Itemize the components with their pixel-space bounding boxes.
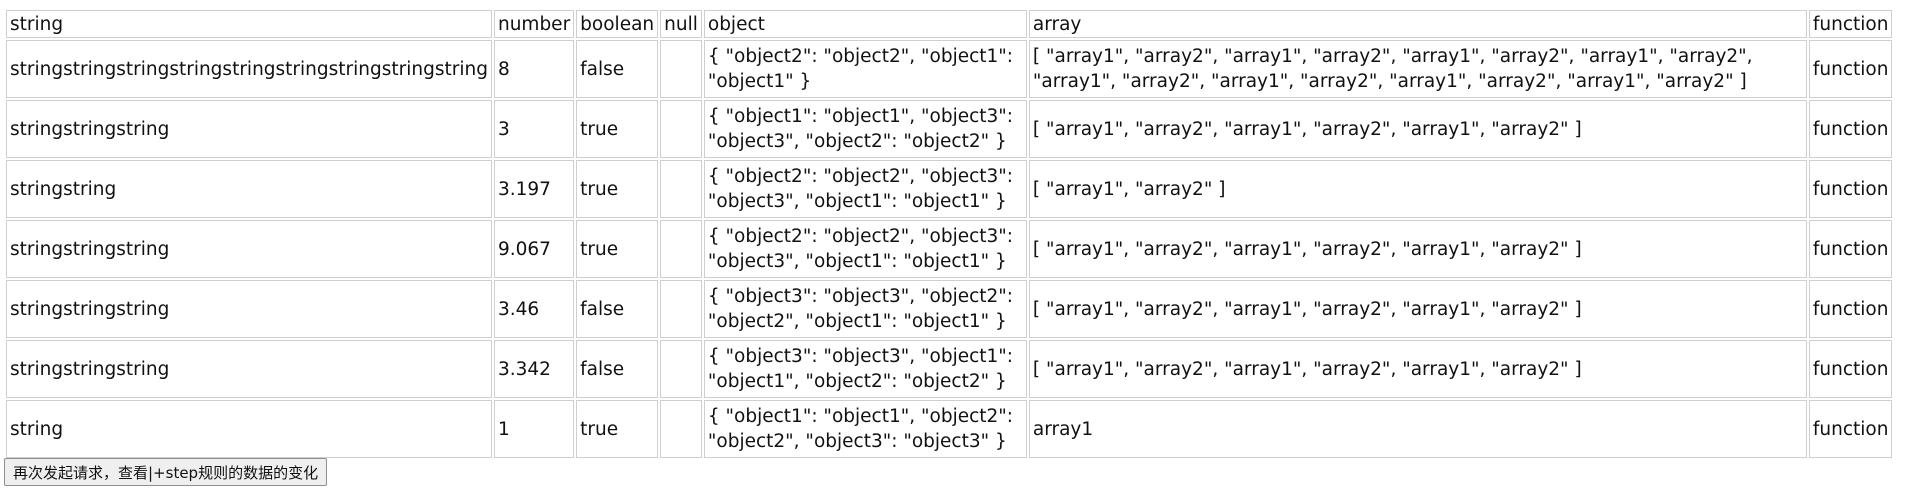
cell-array: [ "array1", "array2" ] — [1028, 160, 1807, 218]
cell-function: function — [1808, 40, 1893, 98]
cell-null — [660, 400, 702, 458]
cell-function: function — [1808, 160, 1893, 218]
cell-array: [ "array1", "array2", "array1", "array2"… — [1028, 220, 1807, 278]
table-row: stringstringstring 3 true { "object1": "… — [6, 100, 1893, 158]
table-row: stringstringstring 3.342 false { "object… — [6, 340, 1893, 398]
cell-number: 8 — [493, 40, 575, 98]
cell-number: 9.067 — [493, 220, 575, 278]
header-number: number — [493, 10, 575, 38]
cell-string: stringstringstring — [6, 220, 492, 278]
cell-object: { "object2": "object2", "object3": "obje… — [703, 220, 1027, 278]
cell-boolean: true — [576, 220, 659, 278]
cell-null — [660, 160, 702, 218]
cell-array: array1 — [1028, 400, 1807, 458]
cell-number: 1 — [493, 400, 575, 458]
cell-null — [660, 40, 702, 98]
cell-number: 3.46 — [493, 280, 575, 338]
cell-function: function — [1808, 340, 1893, 398]
cell-boolean: true — [576, 100, 659, 158]
cell-object: { "object3": "object3", "object2": "obje… — [703, 280, 1027, 338]
cell-null — [660, 340, 702, 398]
table-row: stringstringstringstringstringstringstri… — [6, 40, 1893, 98]
cell-object: { "object2": "object2", "object1": "obje… — [703, 40, 1027, 98]
cell-function: function — [1808, 100, 1893, 158]
table-row: stringstringstring 3.46 false { "object3… — [6, 280, 1893, 338]
header-function: function — [1808, 10, 1893, 38]
cell-function: function — [1808, 400, 1893, 458]
cell-string: string — [6, 400, 492, 458]
cell-object: { "object1": "object1", "object2": "obje… — [703, 400, 1027, 458]
header-row: string number boolean null object array … — [6, 10, 1893, 38]
cell-boolean: false — [576, 40, 659, 98]
cell-boolean: false — [576, 280, 659, 338]
cell-number: 3.197 — [493, 160, 575, 218]
cell-array: [ "array1", "array2", "array1", "array2"… — [1028, 40, 1807, 98]
cell-string: stringstringstring — [6, 340, 492, 398]
header-object: object — [703, 10, 1027, 38]
mock-data-table: string number boolean null object array … — [4, 8, 1894, 460]
cell-function: function — [1808, 280, 1893, 338]
cell-array: [ "array1", "array2", "array1", "array2"… — [1028, 280, 1807, 338]
table-row: stringstring 3.197 true { "object2": "ob… — [6, 160, 1893, 218]
cell-object: { "object1": "object1", "object3": "obje… — [703, 100, 1027, 158]
cell-boolean: true — [576, 160, 659, 218]
cell-string: stringstring — [6, 160, 492, 218]
cell-array: [ "array1", "array2", "array1", "array2"… — [1028, 100, 1807, 158]
cell-object: { "object3": "object3", "object1": "obje… — [703, 340, 1027, 398]
cell-array: [ "array1", "array2", "array1", "array2"… — [1028, 340, 1807, 398]
cell-boolean: false — [576, 340, 659, 398]
cell-object: { "object2": "object2", "object3": "obje… — [703, 160, 1027, 218]
header-null: null — [660, 10, 702, 38]
table-row: string 1 true { "object1": "object1", "o… — [6, 400, 1893, 458]
cell-number: 3 — [493, 100, 575, 158]
cell-boolean: true — [576, 400, 659, 458]
cell-null — [660, 280, 702, 338]
cell-string: stringstringstring — [6, 100, 492, 158]
re-request-button[interactable]: 再次发起请求，查看|+step规则的数据的变化 — [4, 458, 328, 486]
cell-null — [660, 220, 702, 278]
header-boolean: boolean — [576, 10, 659, 38]
cell-function: function — [1808, 220, 1893, 278]
header-array: array — [1028, 10, 1807, 38]
header-string: string — [6, 10, 492, 38]
cell-null — [660, 100, 702, 158]
table-row: stringstringstring 9.067 true { "object2… — [6, 220, 1893, 278]
cell-string: stringstringstringstringstringstringstri… — [6, 40, 492, 98]
cell-string: stringstringstring — [6, 280, 492, 338]
cell-number: 3.342 — [493, 340, 575, 398]
